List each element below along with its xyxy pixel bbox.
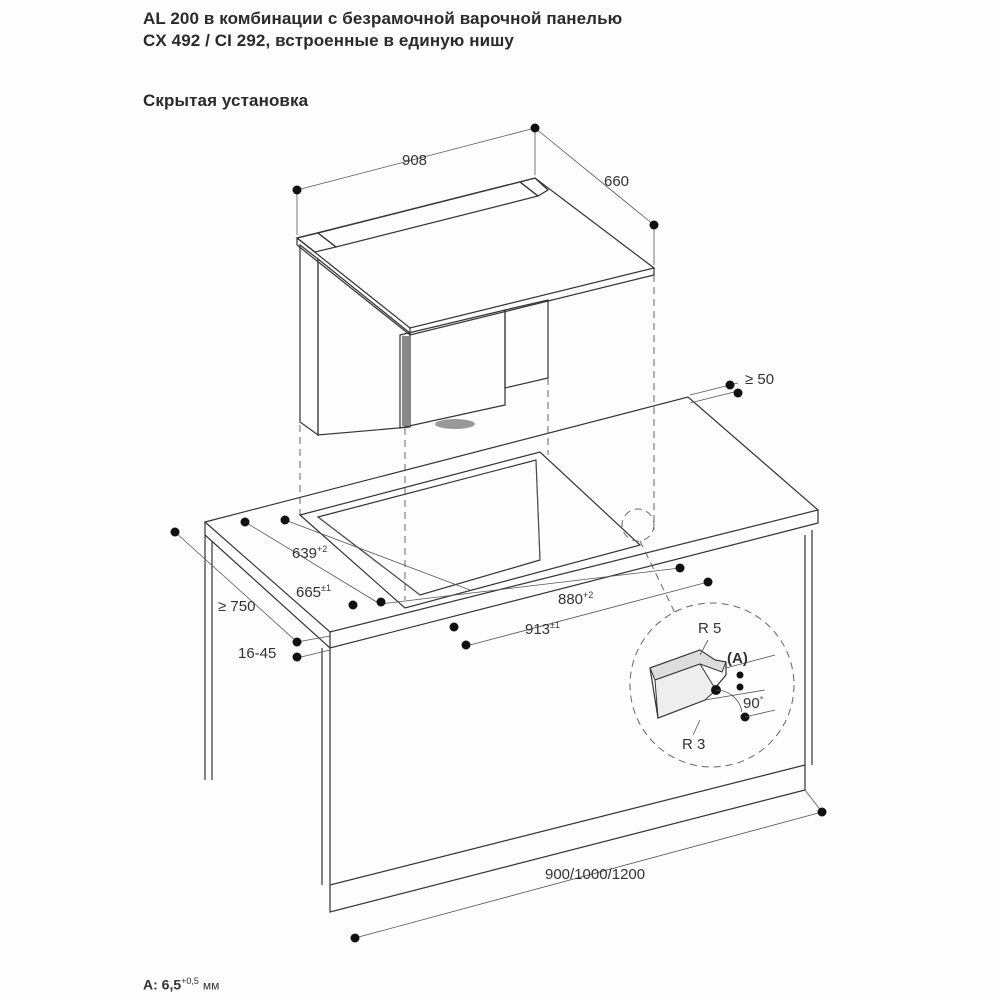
dim-880: 880+2 bbox=[558, 590, 593, 608]
footnote-unit: мм bbox=[202, 978, 220, 993]
dim-16-45: 16-45 bbox=[238, 645, 276, 662]
dim-913: 913±1 bbox=[525, 620, 560, 638]
dim-665: 665±1 bbox=[296, 583, 331, 601]
edge-detail bbox=[621, 508, 795, 768]
detail-r5: R 5 bbox=[698, 620, 721, 637]
downdraft-hood-unit bbox=[295, 177, 656, 437]
footnote-label: A: bbox=[143, 976, 158, 993]
dim-cabinet-width: 900/1000/1200 bbox=[545, 866, 645, 883]
footnote-tolerance: +0,5 bbox=[181, 976, 199, 986]
footnote: A: 6,5+0,5 мм bbox=[143, 976, 219, 993]
detail-angle: 90° bbox=[743, 695, 764, 712]
dim-rear-clearance: ≥ 50 bbox=[745, 371, 774, 388]
detail-marker-a: (A) bbox=[727, 650, 748, 667]
footnote-value: 6,5 bbox=[161, 976, 182, 993]
dimension-lines bbox=[174, 127, 823, 939]
subtitle: Скрытая установка bbox=[143, 91, 309, 110]
dim-908: 908 bbox=[402, 152, 427, 169]
dim-639: 639+2 bbox=[292, 544, 327, 562]
alignment-lines bbox=[299, 275, 655, 600]
title-line-2: CX 492 / CI 292, встроенные в единую ниш… bbox=[143, 31, 514, 50]
dimension-dots bbox=[170, 123, 827, 943]
dim-750: ≥ 750 bbox=[218, 598, 255, 615]
detail-r3: R 3 bbox=[682, 736, 705, 753]
title-line-1: AL 200 в комбинации с безрамочной варочн… bbox=[143, 9, 623, 28]
worktop-cabinet bbox=[203, 396, 820, 913]
dim-660: 660 bbox=[604, 173, 629, 190]
